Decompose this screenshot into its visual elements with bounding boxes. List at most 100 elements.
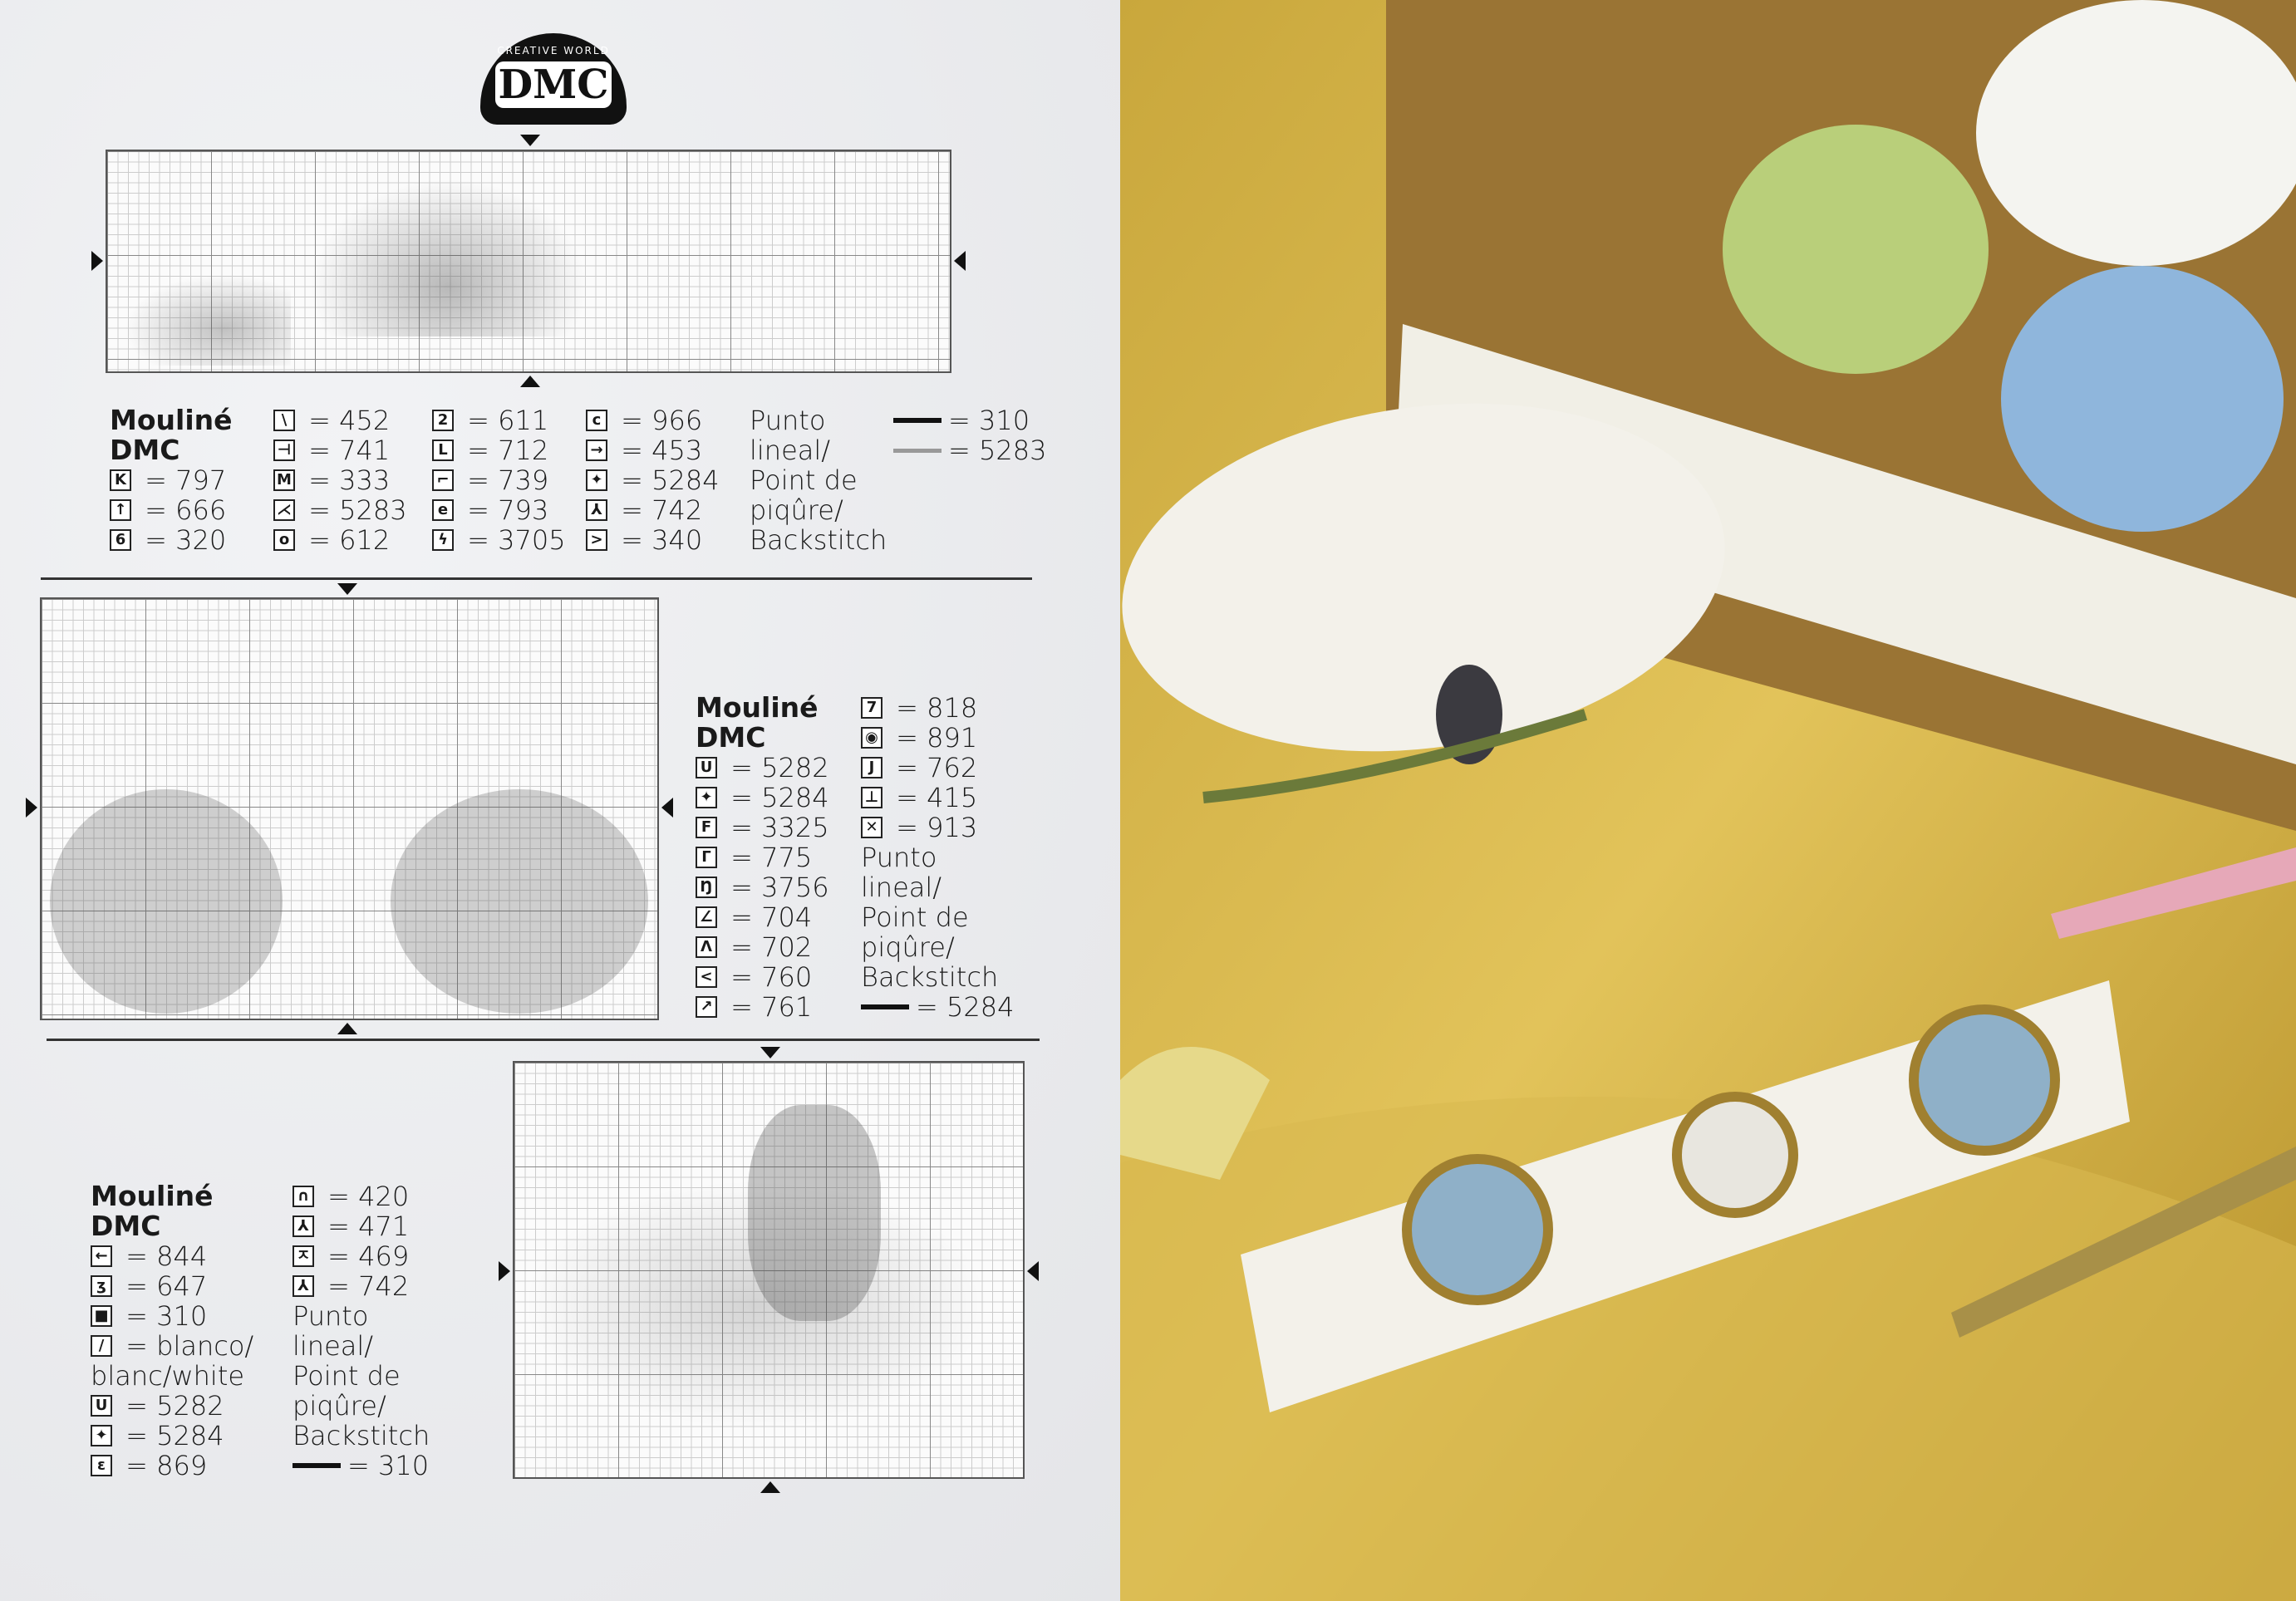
backstitch-label: Point de [861, 901, 969, 933]
equals: = [300, 524, 340, 556]
legend-title-line: Mouliné [110, 404, 233, 436]
thread-number: 3705 [498, 524, 566, 556]
thread-number: 762 [927, 752, 978, 783]
dmc-logo: CREATIVE WORLD DMC [480, 33, 627, 125]
symbol-icon: < [696, 966, 717, 988]
legend-entry: > = 340 [586, 525, 720, 555]
legend-entry: Ŋ = 3756 [696, 872, 829, 902]
center-marker-icon [760, 1481, 780, 1493]
legend-entry: K = 797 [110, 465, 233, 495]
center-marker-icon [954, 251, 966, 271]
center-marker-icon [1027, 1261, 1039, 1281]
symbol-icon: Ŋ [696, 877, 717, 898]
stitch-pattern [50, 789, 283, 1014]
thread-number: 3325 [761, 812, 829, 843]
legend-entry: ʒ = 647 [91, 1271, 253, 1301]
symbol-icon: 6 [110, 529, 131, 551]
equals: = [459, 405, 499, 436]
backstitch-label: piqûre/ [861, 931, 955, 963]
symbol-icon: M [273, 469, 295, 491]
backstitch-line-entry: = 310 [893, 405, 1046, 435]
thread-number: 891 [927, 722, 978, 754]
backstitch-legend: Punto lineal/Point de piqûre/Backstitch=… [293, 1301, 430, 1481]
equals: = [319, 1240, 359, 1272]
blue-yarn-ball [2001, 266, 2284, 532]
symbol-icon: ⅄ [293, 1215, 314, 1237]
divider [41, 577, 1032, 580]
thread-number: 453 [651, 435, 703, 466]
equals: = [916, 991, 946, 1023]
equals: = [136, 464, 176, 496]
equals: = [887, 722, 927, 754]
legend-entry: ✕ = 913 [861, 813, 1014, 842]
equals: = [300, 435, 340, 466]
equals: = [319, 1211, 359, 1242]
equals: = [722, 991, 762, 1023]
legend-entry: ← = 844 [91, 1241, 253, 1271]
symbol-icon: Λ [696, 936, 717, 958]
legend-entry: Λ = 702 [696, 932, 829, 962]
thread-number: 869 [156, 1450, 208, 1481]
center-marker-icon [520, 376, 540, 387]
white-yarn-ball [1976, 0, 2296, 266]
symbol-icon: ∩ [293, 1186, 314, 1207]
center-marker-icon [337, 583, 357, 595]
thread-number: 966 [651, 405, 703, 436]
center-marker-icon [499, 1261, 510, 1281]
equals: = [459, 464, 499, 496]
thread-number: blanco/ [156, 1330, 254, 1362]
stitch-pattern [748, 1105, 881, 1321]
thread-number: blanc/white [91, 1360, 245, 1392]
green-yarn-ball [1723, 125, 1989, 374]
equals: = [612, 435, 652, 466]
thread-number: 666 [175, 494, 227, 526]
legend-entry: 2 = 611 [432, 405, 566, 435]
equals: = [887, 812, 927, 843]
thread-number: 742 [651, 494, 703, 526]
stitch-pattern [391, 789, 648, 1014]
legend-entry: L = 712 [432, 435, 566, 465]
symbol-icon: → [586, 440, 607, 461]
legend-entry: Γ = 775 [696, 842, 829, 872]
center-marker-icon [91, 251, 103, 271]
symbol-icon: U [696, 757, 717, 778]
thread-number: 739 [498, 464, 549, 496]
equals: = [319, 1270, 359, 1302]
symbol-icon: ⅄ [586, 499, 607, 521]
legend-entry: 6 = 320 [110, 525, 233, 555]
thread-number: 793 [498, 494, 549, 526]
thread-number: 5284 [156, 1420, 224, 1451]
equals: = [300, 464, 340, 496]
thread-number: 760 [761, 961, 813, 993]
backstitch-label: Point de piqûre/ [293, 1360, 401, 1422]
backstitch-label: Backstitch [750, 524, 887, 556]
thread-number: 797 [175, 464, 227, 496]
equals: = [722, 842, 762, 873]
divider [47, 1039, 1040, 1041]
equals: = [612, 524, 652, 556]
thread-number: 761 [761, 991, 813, 1023]
equals: = [887, 782, 927, 813]
legend-entry: ⅄ = 471 [293, 1211, 430, 1241]
symbol-icon: F [696, 817, 717, 838]
legend-title: Mouliné DMC [91, 1181, 253, 1241]
equals: = [948, 405, 979, 436]
thread-number: 702 [761, 931, 813, 963]
thread-number: 452 [339, 405, 391, 436]
thread-number: 310 [978, 405, 1030, 436]
thread-number: 913 [927, 812, 978, 843]
product-photo [1120, 0, 2296, 1601]
equals: = [117, 1390, 157, 1422]
thread-number: 844 [156, 1240, 208, 1272]
center-marker-icon [520, 135, 540, 146]
symbol-icon: ε [91, 1455, 112, 1476]
legend-entry: ∠ = 704 [696, 902, 829, 932]
legend-entry: c = 966 [586, 405, 720, 435]
equals: = [722, 931, 762, 963]
equals: = [319, 1181, 359, 1212]
backstitch-label: Punto lineal/ [293, 1300, 374, 1362]
legend-entry: 7 = 818 [861, 693, 1014, 723]
